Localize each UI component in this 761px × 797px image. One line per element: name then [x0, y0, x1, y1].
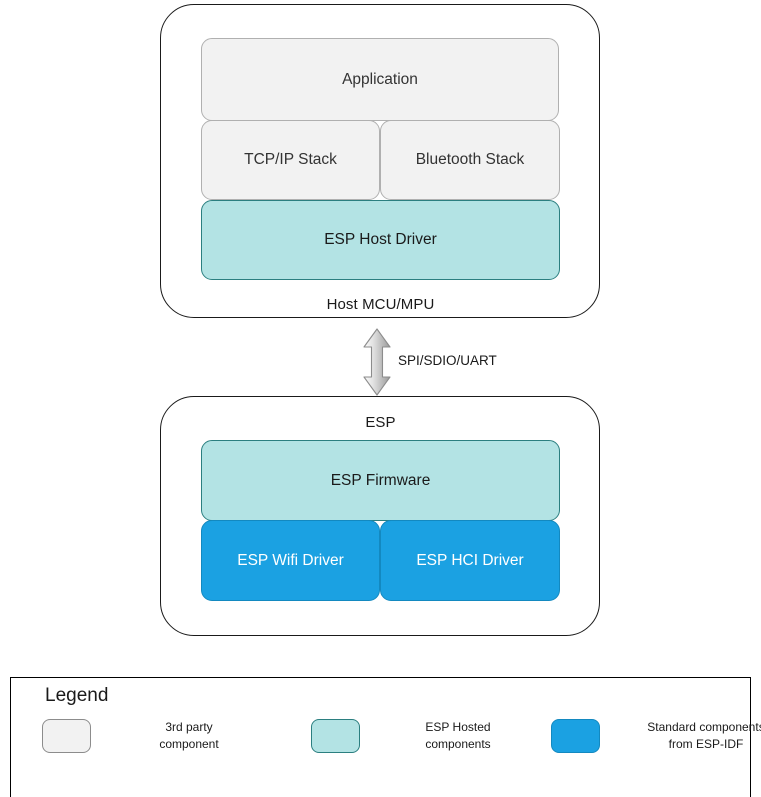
legend-label-third-party-line2: component: [159, 737, 219, 751]
block-esp-host-driver-label: ESP Host Driver: [324, 231, 437, 249]
host-container-label: Host MCU/MPU: [326, 296, 435, 313]
esp-container-label: ESP: [365, 414, 396, 431]
legend-swatch-esp-idf: [551, 719, 600, 753]
double-headed-vertical-arrow-icon: [363, 328, 391, 396]
block-bluetooth-stack-label: Bluetooth Stack: [415, 151, 525, 169]
legend-label-esp-idf-line2: from ESP-IDF: [668, 737, 744, 751]
legend-label-esp-idf: Standard components from ESP-IDF: [613, 719, 761, 753]
legend-item-third-party: 3rd party component: [42, 719, 342, 755]
legend-label-third-party: 3rd party component: [104, 719, 274, 753]
block-tcpip-stack: TCP/IP Stack: [201, 120, 380, 200]
legend-label-esp-hosted-line1: ESP Hosted: [425, 720, 491, 734]
legend-panel: [10, 677, 751, 797]
block-application-label: Application: [342, 70, 418, 88]
block-tcpip-stack-label: TCP/IP Stack: [244, 151, 337, 169]
block-bluetooth-stack: Bluetooth Stack: [380, 120, 560, 200]
block-esp-hci-driver: ESP HCI Driver: [380, 520, 560, 601]
block-application: Application: [201, 38, 559, 121]
block-esp-host-driver: ESP Host Driver: [201, 200, 560, 280]
legend-label-esp-hosted-line2: components: [425, 737, 491, 751]
connector-label: SPI/SDIO/UART: [398, 353, 497, 368]
legend-label-esp-idf-line1: Standard components: [647, 720, 761, 734]
legend-label-esp-hosted: ESP Hosted components: [373, 719, 543, 753]
esp-hosted-architecture-diagram: Application TCP/IP Stack Bluetooth Stack…: [10, 4, 761, 797]
block-esp-hci-driver-label: ESP HCI Driver: [416, 551, 524, 569]
legend-swatch-esp-hosted: [311, 719, 360, 753]
legend-label-third-party-line1: 3rd party: [165, 720, 213, 734]
legend-item-esp-hosted: ESP Hosted components: [311, 719, 611, 755]
block-esp-firmware-label: ESP Firmware: [330, 471, 431, 489]
legend-item-esp-idf: Standard components from ESP-IDF: [551, 719, 761, 755]
legend-swatch-third-party: [42, 719, 91, 753]
block-esp-wifi-driver: ESP Wifi Driver: [201, 520, 380, 601]
legend-title: Legend: [45, 685, 109, 706]
block-esp-wifi-driver-label: ESP Wifi Driver: [237, 551, 344, 569]
block-esp-firmware: ESP Firmware: [201, 440, 560, 521]
